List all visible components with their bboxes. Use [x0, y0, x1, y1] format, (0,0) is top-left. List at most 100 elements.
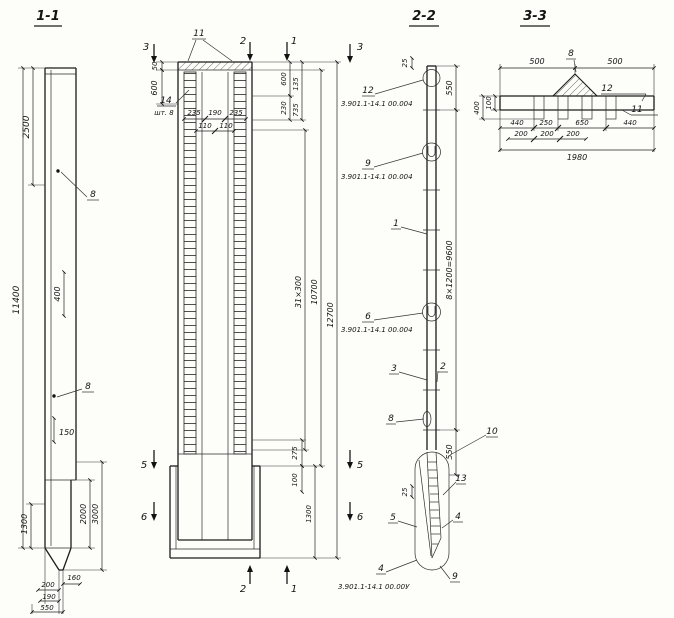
callout-8: 8 — [568, 49, 574, 59]
dim-1300-mid: 1300 — [305, 505, 313, 523]
dim-650: 650 — [575, 119, 589, 127]
dim-10700: 10700 — [310, 279, 319, 304]
dim-500-right: 500 — [607, 57, 622, 66]
view-middle-elevation: 3 3 2 1 2 1 5 6 5 6 11 — [141, 29, 363, 595]
mark-3-left: 3 — [143, 42, 149, 53]
dim-440-b: 440 — [623, 119, 637, 127]
view-1-1-geometry — [44, 67, 77, 571]
loop-mark-lower — [52, 394, 56, 398]
dim-235-b: 235 — [229, 109, 243, 117]
callout-10: 10 — [486, 427, 498, 437]
dim-31x300: 31×300 — [294, 276, 303, 308]
dim-110-a: 110 — [198, 122, 212, 130]
view-1-1-dimensions: 2500 11400 400 150 8 8 1300 2000 3000 — [12, 66, 107, 614]
callout-11: 11 — [193, 29, 204, 39]
dim-550-bottom: 550 — [445, 444, 454, 459]
view-middle-geometry — [169, 61, 261, 559]
mark-2-top: 2 — [240, 36, 246, 47]
callout-14-qty: шт. 8 — [154, 109, 174, 117]
view-2-2-callouts: 12 3.901.1-14.1 00.004 9 3.901.1-14.1 00… — [338, 79, 498, 591]
dim-25-bottom: 25 — [401, 487, 409, 496]
view-1-1-title: 1-1 — [36, 9, 60, 24]
view-middle-dimensions: 11 50 600 14 шт. 8 235 190 235 110 110 — [150, 29, 341, 560]
ref-9: 3.901.1-14.1 00.004 — [341, 173, 413, 181]
dim-230: 230 — [280, 101, 288, 115]
mark-3-right: 3 — [357, 42, 363, 53]
dim-150: 150 — [59, 428, 74, 437]
dim-190: 190 — [42, 593, 56, 601]
callout-11: 11 — [631, 105, 642, 115]
mark-1-top: 1 — [291, 36, 297, 47]
dim-8x1200: 8×1200=9600 — [445, 240, 454, 299]
dim-200-c: 200 — [566, 130, 580, 138]
callout-12: 12 — [601, 84, 613, 94]
ref-4: 3.901.1-14.1 00.00У — [338, 583, 410, 591]
callout-4-bottom: 4 — [378, 564, 384, 574]
view-2-2: 2-2 — [338, 9, 498, 591]
view-3-3-dimensions: 500 500 8 12 11 400 100 440 — [473, 49, 658, 162]
dim-1980: 1980 — [567, 153, 587, 162]
wedge-section — [551, 73, 599, 97]
dim-600-right: 600 — [280, 72, 288, 86]
pile-tip-outline — [414, 451, 450, 571]
view-3-3: 3-3 500 500 8 — [473, 9, 658, 162]
callout-6: 6 — [365, 312, 371, 322]
dim-2500: 2500 — [22, 115, 32, 138]
mark-6-right: 6 — [357, 512, 363, 523]
loop-mark-upper — [56, 169, 60, 173]
dim-3000: 3000 — [91, 504, 100, 524]
dim-12700: 12700 — [326, 302, 335, 327]
mark-5-left: 5 — [141, 460, 147, 471]
dim-735: 735 — [292, 103, 300, 117]
dim-500-left: 500 — [529, 57, 544, 66]
callout-5: 5 — [390, 513, 396, 523]
dim-400: 400 — [473, 101, 481, 115]
dim-200: 200 — [41, 581, 55, 589]
dim-160: 160 — [67, 574, 81, 582]
dim-1300: 1300 — [20, 514, 29, 534]
dim-110-b: 110 — [219, 122, 233, 130]
dim-135: 135 — [292, 77, 300, 91]
callout-3: 3 — [391, 364, 397, 374]
dim-550-top: 550 — [445, 80, 454, 95]
reinforcement-band-left — [183, 71, 197, 455]
mark-2-bottom: 2 — [240, 584, 246, 595]
dim-2000: 2000 — [79, 504, 88, 524]
dim-200-a: 200 — [514, 130, 528, 138]
section-marks: 3 3 2 1 2 1 5 6 5 6 — [141, 36, 363, 595]
dim-250: 250 — [539, 119, 553, 127]
callout-9-bottom: 9 — [452, 572, 458, 582]
view-2-2-dimensions: 25 550 8×1200=9600 550 25 — [401, 56, 460, 499]
callout-2: 2 — [440, 362, 446, 372]
view-2-2-title: 2-2 — [412, 9, 436, 24]
callout-4: 4 — [455, 512, 461, 522]
view-3-3-title: 3-3 — [523, 9, 547, 24]
callout-1: 1 — [393, 219, 399, 229]
callout-8-lower: 8 — [85, 382, 91, 392]
dim-11400: 11400 — [12, 285, 22, 314]
dim-50: 50 — [151, 61, 159, 70]
dim-190: 190 — [208, 109, 222, 117]
mark-1-bottom: 1 — [291, 584, 297, 595]
ref-6: 3.901.1-14.1 00.004 — [341, 326, 413, 334]
ref-12: 3.901.1-14.1 00.004 — [341, 100, 413, 108]
dim-235-a: 235 — [187, 109, 201, 117]
dim-400: 400 — [53, 286, 62, 301]
callout-13: 13 — [455, 474, 467, 484]
dim-440-a: 440 — [510, 119, 524, 127]
view-2-2-geometry — [414, 65, 450, 571]
callout-14: 14 — [160, 96, 172, 106]
callout-8: 8 — [388, 414, 394, 424]
callout-9: 9 — [365, 159, 371, 169]
dim-100: 100 — [291, 473, 299, 487]
dim-25-top: 25 — [401, 58, 409, 67]
dim-550: 550 — [40, 604, 54, 612]
dim-275: 275 — [291, 446, 299, 460]
mark-6-left: 6 — [141, 512, 147, 523]
dim-600-left: 600 — [150, 80, 159, 95]
view-1-1: 1-1 2500 11400 400 — [12, 9, 107, 614]
dim-200-b: 200 — [540, 130, 554, 138]
callout-12: 12 — [362, 86, 374, 96]
